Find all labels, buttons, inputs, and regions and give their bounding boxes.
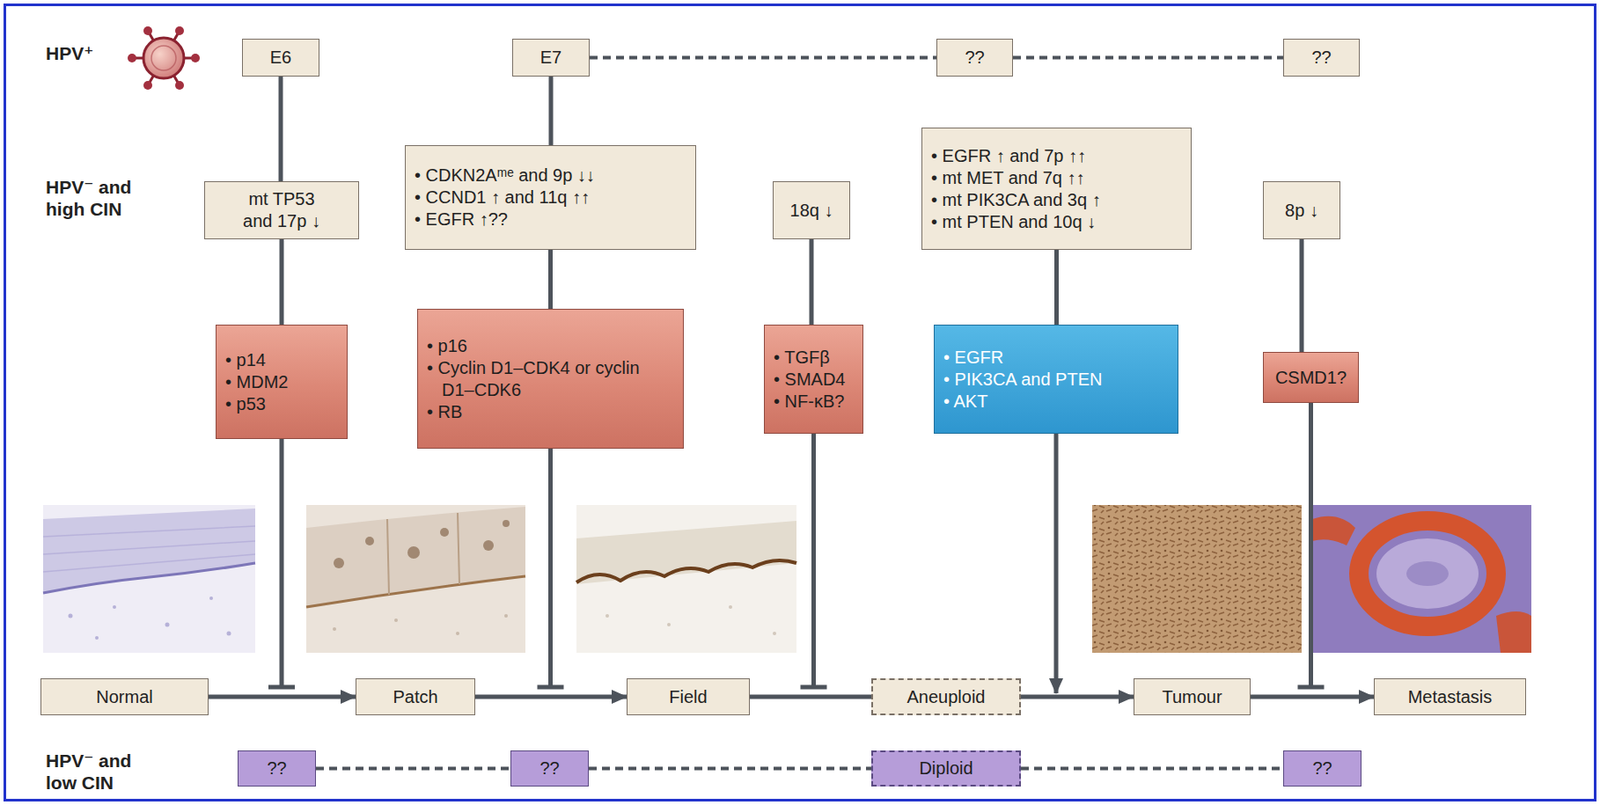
box-text: Patch [365, 686, 466, 709]
inhibition-bar [800, 685, 828, 690]
connector-line [1250, 695, 1374, 700]
box-text: • p16 [426, 335, 675, 358]
box-text: Metastasis [1383, 686, 1517, 709]
stage-box: Patch [355, 678, 476, 716]
connector-line [549, 76, 554, 146]
box-text: Diploid [881, 757, 1011, 780]
unknown-box: ?? [237, 750, 316, 787]
dotted-connector [1020, 767, 1284, 771]
tumour-tissue-image [1092, 505, 1302, 654]
pathway-box: • EGFR• PIK3CA and PTEN• AKT [933, 324, 1179, 434]
box-text: CSMD1? [1272, 366, 1350, 389]
box-text: • PIK3CA and PTEN [943, 368, 1169, 391]
box-text: • Cyclin D1–CDK4 or cyclin D1–CDK6 [426, 357, 675, 402]
stage-box: Aneuploid [871, 678, 1021, 716]
box-text: • MDM2 [225, 371, 338, 394]
connector-line [749, 695, 872, 700]
connector-line [809, 239, 815, 325]
inhibition-line [279, 439, 285, 688]
box-text: • mt PIK3CA and 3q ↑ [931, 189, 1182, 212]
inhibition-line [811, 433, 816, 688]
normal-tissue-image [43, 505, 256, 654]
dotted-connector [588, 767, 872, 771]
box-text: • mt PTEN and 10q ↓ [931, 211, 1182, 234]
connector-line [1054, 249, 1059, 325]
box-text: • p53 [225, 393, 338, 416]
stage-box: Tumour [1133, 678, 1251, 716]
box-text: Field [636, 686, 741, 709]
box-text: • CCND1 ↑ and 11q ↑↑ [414, 186, 687, 209]
box-text: • EGFR ↑ and 7p ↑↑ [931, 145, 1182, 168]
inhibition-line [548, 448, 553, 688]
box-text: • p14 [225, 349, 338, 372]
row-label: HPV⁻ and high CIN [45, 176, 161, 221]
unknown-box: ?? [510, 750, 589, 787]
pathway-box: • p14• MDM2• p53 [215, 324, 348, 440]
stage-box: Metastasis [1373, 678, 1527, 716]
pathway-box: CSMD1? [1262, 352, 1359, 404]
box-text: • mt MET and 7q ↑↑ [931, 167, 1182, 190]
box-text: Normal [50, 686, 199, 709]
box-text: • AKT [943, 390, 1169, 413]
inhibition-line [1308, 403, 1314, 688]
dotted-connector [589, 56, 937, 60]
box-text: E6 [251, 46, 310, 69]
box-text: ?? [247, 757, 307, 780]
stage-box: Normal [40, 678, 209, 716]
connector-line [548, 249, 553, 309]
box-text: • EGFR ↑?? [414, 208, 687, 231]
dotted-connector [315, 767, 511, 771]
row-label: HPV⁻ and low CIN [45, 749, 161, 794]
inhibition-bar [1298, 685, 1325, 690]
viral-gene-box: E6 [242, 38, 320, 77]
box-text: ?? [946, 46, 1004, 69]
connector-line [475, 695, 627, 700]
connector-line [278, 76, 284, 182]
box-text: • TGFβ [773, 346, 854, 369]
unknown-box: ?? [1283, 750, 1362, 787]
box-text: mt TP53 and 17p ↓ [237, 188, 326, 233]
state-box: Diploid [871, 750, 1021, 787]
stage-box: Field [626, 678, 750, 716]
connector-line [279, 239, 285, 325]
box-text: • RB [426, 401, 675, 424]
pathway-box: • p16• Cyclin D1–CDK4 or cyclin D1–CDK6•… [417, 308, 684, 449]
box-text: Tumour [1143, 686, 1241, 709]
box-text: ?? [1292, 757, 1352, 780]
unknown-box: ?? [936, 38, 1013, 77]
inhibition-bar [268, 685, 295, 690]
connector-line [1020, 695, 1134, 700]
connector-line [1299, 239, 1305, 353]
box-text: E7 [521, 46, 580, 69]
box-text: 8p ↓ [1272, 199, 1331, 222]
activation-arrow [1054, 433, 1059, 694]
viral-gene-box: E7 [512, 38, 590, 77]
box-text: ?? [1292, 46, 1351, 69]
box-text: Aneuploid [881, 686, 1011, 709]
row-label: HPV⁺ [45, 42, 161, 65]
box-text: ?? [520, 757, 580, 780]
metastasis-tissue-image [1312, 505, 1532, 654]
genomic-alteration-box: • EGFR ↑ and 7p ↑↑• mt MET and 7q ↑↑• mt… [921, 127, 1192, 250]
genomic-alteration-box: 8p ↓ [1262, 181, 1341, 240]
pathway-box: • TGFβ• SMAD4• NF-κB? [763, 324, 864, 434]
dotted-connector [1012, 56, 1284, 60]
genomic-alteration-box: • CDKN2Aᵐᵉ and 9p ↓↓• CCND1 ↑ and 11q ↑↑… [404, 145, 697, 250]
box-text: • CDKN2Aᵐᵉ and 9p ↓↓ [414, 164, 687, 187]
box-text: • NF-κB? [773, 390, 854, 413]
field-tissue-image [576, 505, 797, 654]
box-text: 18q ↓ [782, 199, 841, 222]
box-text: • SMAD4 [773, 368, 854, 391]
genomic-alteration-box: 18q ↓ [772, 181, 851, 240]
unknown-box: ?? [1283, 38, 1360, 77]
virus-icon [127, 26, 200, 90]
inhibition-bar [537, 685, 565, 690]
genomic-alteration-box: mt TP53 and 17p ↓ [204, 181, 360, 240]
connector-line [208, 695, 356, 700]
box-text: • EGFR [943, 346, 1169, 369]
patch-tissue-image [306, 505, 526, 654]
